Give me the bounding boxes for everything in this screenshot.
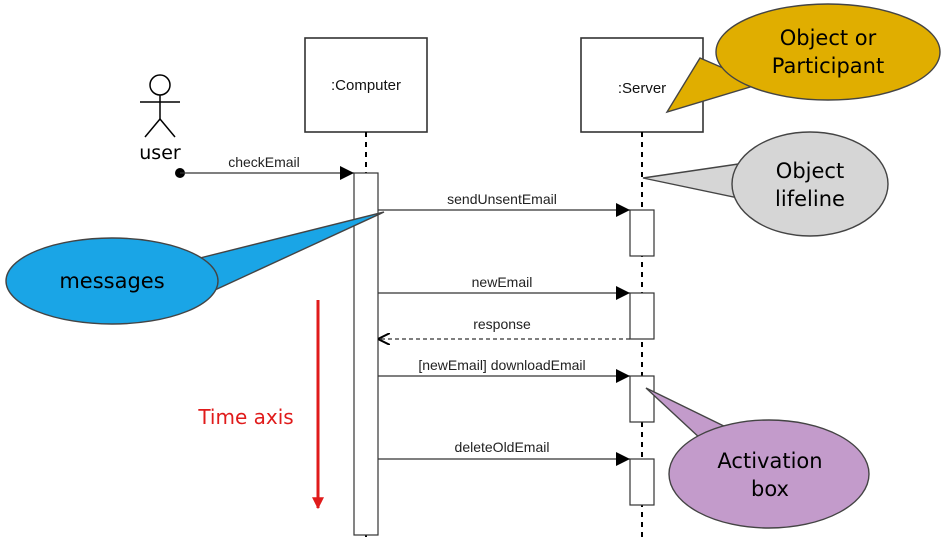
message-delete-old-email: deleteOldEmail (378, 439, 630, 466)
callout-activation-box-line2: box (751, 477, 789, 501)
actor-user: user (139, 74, 181, 164)
message-check-email: checkEmail (175, 154, 354, 180)
stick-figure-icon (140, 74, 180, 138)
object-server-label: :Server (618, 80, 666, 97)
time-axis: Time axis (197, 300, 324, 510)
callout-object-participant-line1: Object or (780, 26, 877, 50)
callout-messages: messages (5, 211, 385, 325)
message-label: deleteOldEmail (455, 439, 550, 455)
callout-activation-box-line1: Activation (717, 449, 822, 473)
activation-box-server-1 (629, 209, 655, 257)
callout-object-lifeline-line2: lifeline (775, 187, 845, 211)
object-server: :Server (580, 37, 704, 133)
object-computer: :Computer (304, 37, 428, 133)
message-label: [newEmail] downloadEmail (418, 357, 585, 373)
callout-object-lifeline-line1: Object (776, 159, 844, 183)
activation-box-computer (353, 172, 379, 536)
time-axis-label: Time axis (197, 405, 293, 429)
callout-object-participant-line2: Participant (772, 54, 884, 78)
actor-label: user (139, 142, 181, 164)
activation-box-server-3 (629, 375, 655, 423)
message-send-unsent-email: sendUnsentEmail (378, 191, 630, 217)
message-label: sendUnsentEmail (447, 191, 557, 207)
message-new-email: newEmail (378, 274, 630, 300)
message-label: checkEmail (228, 154, 300, 170)
callout-object-participant: Object or Participant (665, 3, 941, 114)
object-computer-label: :Computer (331, 77, 401, 94)
message-label: newEmail (472, 274, 533, 290)
activation-box-server-4 (629, 458, 655, 506)
callout-object-lifeline: Object lifeline (642, 131, 889, 237)
message-label: response (473, 316, 531, 332)
message-response: response (378, 316, 630, 339)
activation-box-server-2 (629, 292, 655, 340)
callout-messages-text: messages (59, 269, 164, 293)
message-download-email: [newEmail] downloadEmail (378, 357, 630, 383)
callout-activation-box: Activation box (645, 387, 870, 529)
